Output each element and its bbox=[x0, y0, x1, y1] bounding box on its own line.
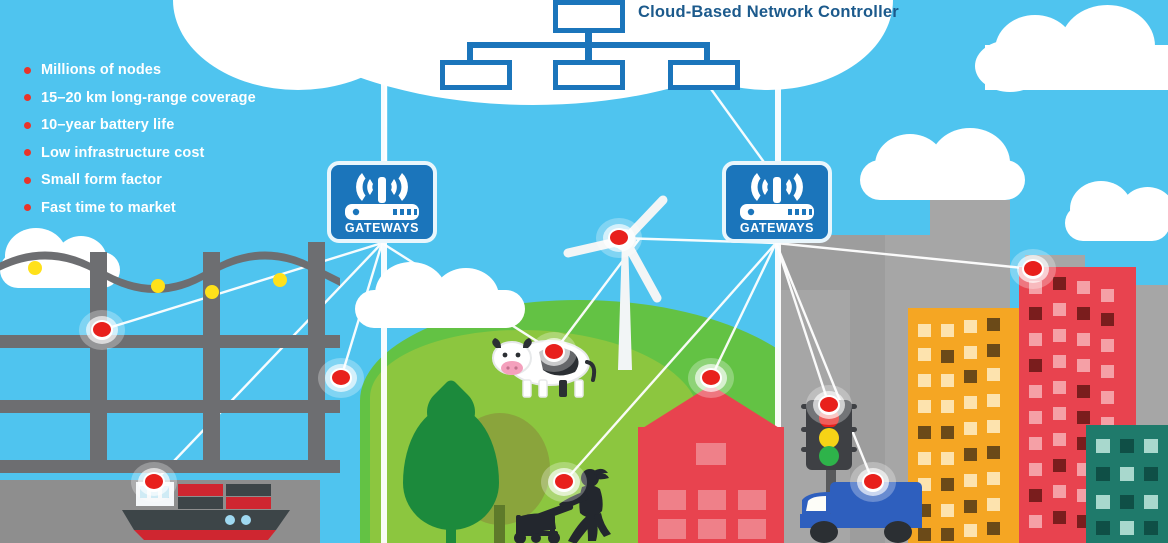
controller-node-root bbox=[553, 0, 625, 33]
cow-sensor-node[interactable] bbox=[531, 332, 577, 372]
controller-node-child-2 bbox=[553, 60, 625, 90]
router-wifi-icon bbox=[740, 173, 814, 220]
controller-link-horizontal bbox=[467, 42, 710, 48]
wind-turbine-sensor-node[interactable] bbox=[596, 218, 642, 258]
list-item: Millions of nodes bbox=[24, 62, 354, 78]
barn-window bbox=[698, 490, 726, 510]
panel-divider-left bbox=[381, 0, 387, 543]
barn-window bbox=[698, 519, 726, 539]
cloud-network-controller-diagram bbox=[440, 0, 770, 93]
barn-window bbox=[738, 519, 766, 539]
tree-leaf bbox=[403, 406, 499, 530]
list-item: Low infrastructure cost bbox=[24, 145, 354, 161]
list-item: Small form factor bbox=[24, 172, 354, 188]
barn-window-attic bbox=[696, 443, 726, 465]
cloud-right-top bbox=[975, 5, 1168, 92]
feature-label: Millions of nodes bbox=[41, 62, 162, 78]
controller-link-vertical bbox=[585, 33, 592, 63]
router-wifi-icon bbox=[345, 173, 419, 220]
pedestrian-stroller bbox=[506, 465, 656, 543]
controller-link-left bbox=[467, 42, 473, 62]
bridge-sensor-node[interactable] bbox=[79, 310, 125, 350]
bullet-dot-icon bbox=[24, 121, 31, 129]
truck-sensor-node[interactable] bbox=[850, 462, 896, 502]
cloud-right-mid bbox=[860, 128, 1025, 200]
gateway-right[interactable]: GATEWAYS bbox=[722, 161, 832, 243]
barn-window bbox=[738, 490, 766, 510]
feature-label: Small form factor bbox=[41, 172, 162, 188]
barn-window bbox=[658, 519, 686, 539]
delivery-truck bbox=[800, 480, 925, 543]
feature-label: 10–year battery life bbox=[41, 117, 175, 133]
feature-label: 15–20 km long-range coverage bbox=[41, 89, 256, 106]
controller-node-child-1 bbox=[440, 60, 512, 90]
gateway-label: GATEWAYS bbox=[344, 221, 420, 235]
bullet-dot-icon bbox=[24, 176, 31, 184]
list-item: 15–20 km long-range coverage bbox=[24, 90, 354, 106]
traffic-lamp-green bbox=[819, 446, 839, 466]
bridge-tower-sensor-node[interactable] bbox=[318, 358, 364, 398]
controller-title: Cloud-Based Network Controller bbox=[638, 3, 899, 21]
rooftop-sensor-node[interactable] bbox=[1010, 249, 1056, 289]
cloud-right-low bbox=[1065, 181, 1168, 241]
controller-link-right bbox=[704, 42, 710, 62]
bullet-dot-icon bbox=[24, 204, 31, 211]
bullet-dot-icon bbox=[24, 94, 31, 101]
building-teal bbox=[1086, 425, 1168, 543]
list-item: 10–year battery life bbox=[24, 117, 354, 133]
gateway-label: GATEWAYS bbox=[739, 221, 815, 235]
red-barn bbox=[638, 385, 784, 543]
bullet-dot-icon bbox=[24, 66, 31, 74]
gateway-left[interactable]: GATEWAYS bbox=[327, 161, 437, 243]
list-item: Fast time to market bbox=[24, 200, 354, 216]
tree-leaf-trunk bbox=[446, 520, 456, 543]
tree-round-trunk bbox=[494, 505, 505, 543]
traffic-lamp-yellow bbox=[819, 428, 839, 448]
bullet-dot-icon bbox=[24, 149, 31, 156]
barn-window bbox=[658, 490, 686, 510]
pedestrian-sensor-node[interactable] bbox=[541, 462, 587, 502]
feature-label: Fast time to market bbox=[41, 199, 176, 216]
controller-node-child-3 bbox=[668, 60, 740, 90]
barn-roof bbox=[638, 385, 784, 431]
barn-sensor-node[interactable] bbox=[688, 358, 734, 398]
suspension-bridge bbox=[0, 230, 340, 500]
traffic-light-sensor-node[interactable] bbox=[806, 385, 852, 425]
feature-label: Low infrastructure cost bbox=[41, 144, 205, 161]
feature-list: Millions of nodes 15–20 km long-range co… bbox=[24, 62, 354, 227]
ship-sensor-node[interactable] bbox=[131, 462, 177, 502]
